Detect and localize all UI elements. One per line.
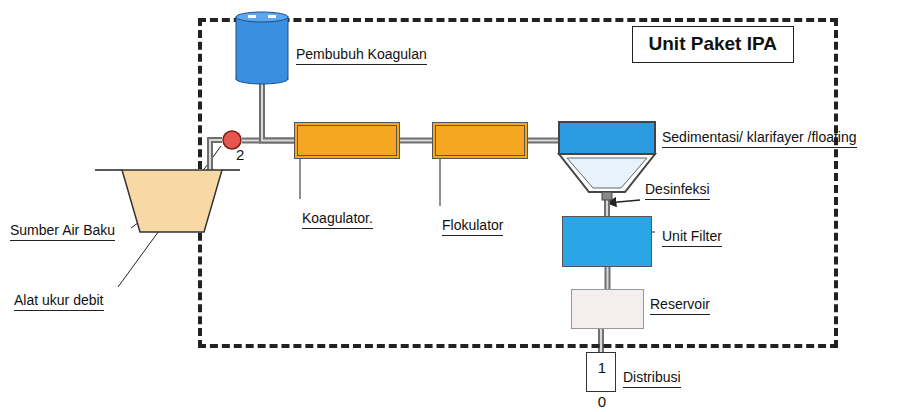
tank-outline	[236, 12, 288, 84]
part-label: Flokulator	[442, 217, 503, 236]
callout-number: 0	[598, 393, 606, 411]
package-unit-region: Pembubuh Koagulan2Alat ukur debitKoagula…	[198, 18, 838, 348]
part-label: Sedimentasi/ klarifayer /floating	[662, 129, 857, 148]
flow-meter: 2Alat ukur debit	[222, 130, 242, 150]
part-label: Distribusi	[623, 369, 681, 388]
title-box: Unit Paket IPA	[632, 26, 794, 63]
pipe-highlight	[528, 140, 559, 142]
part-label: Alat ukur debit	[14, 292, 104, 311]
reservoir-box: Reservoir	[571, 289, 644, 329]
raw-water-basin: Sumber Air Baku	[120, 170, 224, 232]
pipe	[598, 329, 604, 352]
leader-line	[440, 157, 441, 206]
leader-line	[118, 146, 221, 287]
sedimentation-tank: Sedimentasi/ klarifayer /floating	[559, 122, 655, 200]
pipe	[528, 138, 559, 144]
filter-unit: Unit Filter	[562, 216, 652, 267]
callout-number: 2	[236, 146, 244, 164]
pipe-highlight	[400, 140, 432, 142]
pipe	[262, 84, 294, 141]
pipe-highlight	[606, 200, 608, 216]
coagulant-tank: Pembubuh Koagulan	[236, 12, 288, 84]
ground-line	[222, 169, 240, 171]
callout-number: 1	[598, 359, 606, 377]
basin-outline	[120, 170, 224, 232]
coagulator-box: Koagulator.	[294, 122, 400, 159]
distribution-box: 10Distribusi	[586, 352, 616, 392]
pipe	[605, 267, 611, 289]
pipe-highlight	[210, 140, 222, 170]
part-label: Unit Filter	[662, 228, 722, 247]
tank-outline	[559, 122, 655, 200]
pipe-highlight	[607, 267, 609, 289]
pipe	[604, 200, 610, 216]
part-label: Pembubuh Koagulan	[296, 46, 427, 65]
pipe	[210, 140, 222, 170]
part-label: Sumber Air Baku	[10, 222, 115, 241]
pipe-highlight	[600, 329, 602, 352]
flocculator-box: Flokulator	[432, 122, 528, 159]
leader-line	[300, 157, 301, 199]
disinfection-label: Desinfeksi	[645, 181, 710, 200]
pipe-highlight	[262, 84, 294, 141]
pipe	[400, 138, 432, 144]
part-label: Koagulator.	[302, 210, 373, 229]
part-label: Reservoir	[650, 296, 710, 315]
ground-line	[95, 169, 122, 171]
